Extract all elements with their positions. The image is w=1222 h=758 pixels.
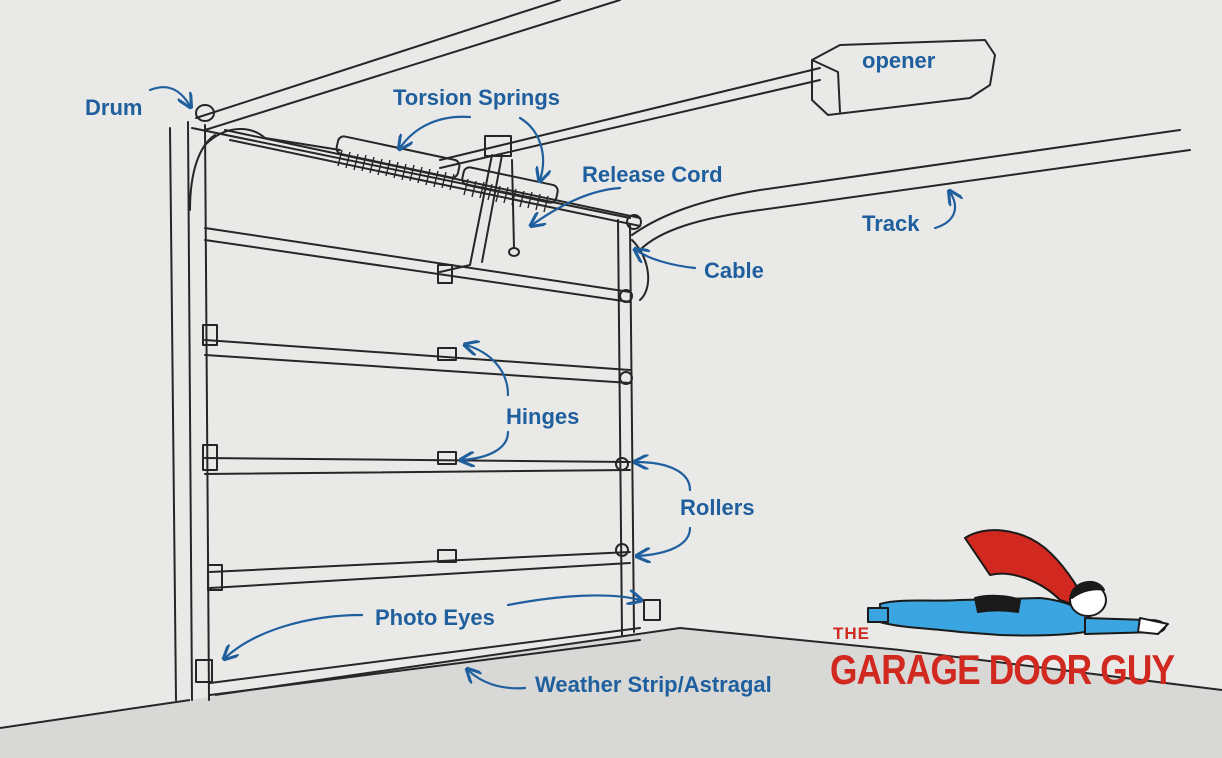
roller bbox=[615, 543, 629, 557]
hinges-arrow-down bbox=[462, 430, 510, 460]
release-arm bbox=[439, 154, 503, 273]
hinge-center bbox=[437, 347, 457, 361]
logo-the: THE bbox=[833, 624, 870, 643]
weather-strip-label: Weather Strip/Astragal bbox=[535, 672, 772, 697]
opener-label: opener bbox=[862, 48, 936, 73]
right-jamb bbox=[617, 219, 635, 636]
torsion-arrow-left bbox=[400, 115, 472, 148]
hero-boot bbox=[867, 607, 889, 623]
hero-belt bbox=[974, 594, 1021, 613]
hinge-top bbox=[437, 264, 453, 284]
hero-cape bbox=[964, 529, 1091, 611]
rollers-label: Rollers bbox=[680, 495, 755, 520]
photo-eyes-arrow-left bbox=[225, 613, 364, 658]
rollers-arrow-down bbox=[638, 526, 692, 556]
roller bbox=[619, 289, 633, 303]
hinges-label: Hinges bbox=[506, 404, 580, 429]
drum-arrow bbox=[148, 86, 190, 106]
torsion-springs-label: Torsion Springs bbox=[393, 85, 561, 110]
cable-pulley bbox=[626, 214, 642, 230]
hinge-bracket bbox=[207, 564, 223, 591]
spring-center-bracket bbox=[484, 135, 512, 157]
left-jamb bbox=[169, 121, 210, 701]
drum bbox=[195, 104, 215, 122]
spring-coils bbox=[337, 149, 549, 213]
cable-label: Cable bbox=[704, 258, 764, 283]
opener-rail bbox=[439, 67, 821, 169]
panel-divider-1 bbox=[204, 227, 631, 303]
hinge-center bbox=[437, 549, 457, 563]
weather-strip-arrow bbox=[468, 670, 527, 690]
hero-hand bbox=[1137, 617, 1169, 635]
hinge-bracket bbox=[202, 444, 218, 471]
panel-divider-2 bbox=[204, 339, 631, 384]
right-track-curve bbox=[631, 129, 1191, 301]
release-handle bbox=[508, 247, 520, 257]
photo-eyes-label: Photo Eyes bbox=[375, 605, 495, 630]
floor-line bbox=[0, 626, 1222, 729]
drum-label: Drum bbox=[85, 95, 143, 120]
opener-box bbox=[811, 39, 996, 116]
photo-eyes-arrow-right bbox=[506, 595, 640, 607]
photo-eye-left bbox=[195, 659, 213, 683]
logo-wordmark: GARAGE DOOR GUY bbox=[830, 646, 1175, 693]
track-label: Track bbox=[862, 211, 920, 236]
left-track-curve bbox=[189, 127, 341, 211]
panel-divider-3 bbox=[204, 457, 631, 475]
hero-hair bbox=[1071, 581, 1105, 599]
track-arrow bbox=[933, 192, 955, 230]
panel-divider-4 bbox=[209, 551, 631, 589]
cable-arrow bbox=[636, 250, 697, 270]
torsion-spring-left bbox=[335, 135, 461, 179]
door-bottom bbox=[209, 627, 641, 696]
hero-mascot bbox=[867, 529, 1169, 637]
roller bbox=[615, 457, 629, 471]
ceiling-line-lower bbox=[204, 0, 621, 131]
photo-eye-right bbox=[643, 599, 661, 621]
floor bbox=[0, 628, 1222, 758]
torsion-arrow-right bbox=[518, 116, 543, 180]
hinge-center bbox=[437, 451, 457, 465]
rollers-arrow-up bbox=[636, 462, 692, 492]
release-cord-label: Release Cord bbox=[582, 162, 723, 187]
ceiling-line-upper bbox=[195, 0, 561, 119]
hinge-bracket bbox=[202, 324, 218, 346]
door-header bbox=[191, 127, 631, 219]
roller bbox=[619, 371, 633, 385]
release-cord bbox=[511, 159, 515, 249]
release-cord-arrow bbox=[532, 186, 622, 225]
hinges-arrow-up bbox=[466, 345, 510, 397]
